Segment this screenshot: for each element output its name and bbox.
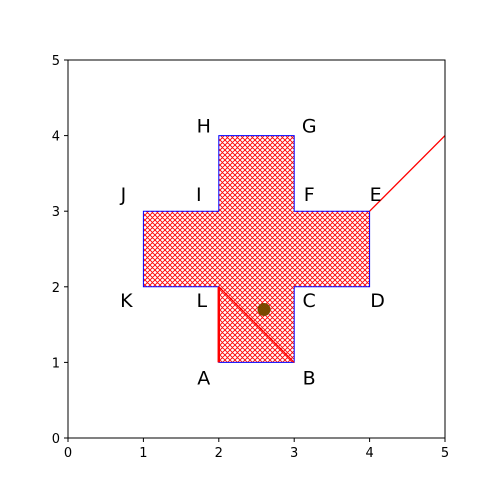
- point-label-G: G: [302, 116, 317, 138]
- point-labels: A B C D E F G H I J K L: [120, 116, 385, 390]
- region-outline: [142, 135, 371, 363]
- axis-ticks: 0 1 2 3 4 5 0 1 2 3 4 5: [52, 54, 449, 461]
- point-label-J: J: [120, 184, 127, 206]
- point-label-L: L: [197, 290, 208, 312]
- point-label-F: F: [304, 184, 315, 206]
- point-label-C: C: [303, 290, 316, 312]
- y-tick-label-4: 4: [52, 130, 60, 145]
- x-tick-label-0: 0: [64, 446, 72, 461]
- y-tick-label-3: 3: [52, 205, 60, 220]
- hatched-region: [143, 135, 370, 363]
- point-label-K: K: [120, 290, 133, 312]
- x-tick-label-4: 4: [365, 446, 373, 461]
- point-label-D: D: [370, 290, 385, 312]
- point-label-I: I: [196, 184, 202, 206]
- x-tick-label-3: 3: [290, 446, 298, 461]
- point-label-A: A: [197, 367, 210, 389]
- point-label-H: H: [197, 116, 211, 138]
- marker-dot: [257, 302, 271, 316]
- x-tick-label-5: 5: [441, 446, 449, 461]
- x-tick-label-2: 2: [215, 446, 223, 461]
- point-label-B: B: [303, 367, 316, 389]
- segment-line-1: [218, 286, 295, 363]
- y-tick-label-1: 1: [52, 356, 60, 371]
- point-label-E: E: [370, 184, 382, 206]
- segment-line-3: [369, 135, 445, 212]
- x-tick-label-1: 1: [139, 446, 147, 461]
- y-tick-label-0: 0: [52, 432, 60, 447]
- plot-area: [142, 135, 445, 363]
- axes-frame: [67, 59, 446, 439]
- y-tick-label-2: 2: [52, 281, 60, 296]
- y-tick-label-5: 5: [52, 54, 60, 69]
